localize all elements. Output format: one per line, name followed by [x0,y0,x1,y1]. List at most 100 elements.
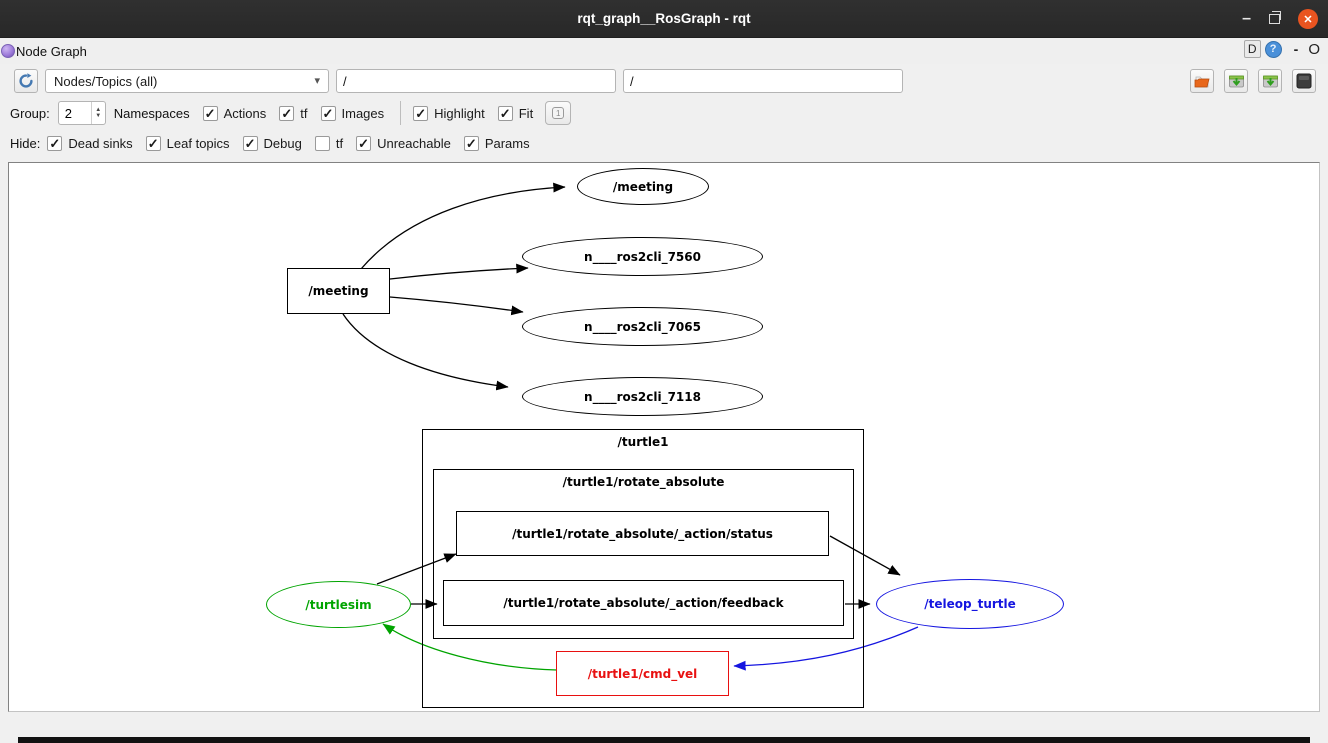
group-spinbox-input[interactable] [58,102,91,124]
filter-row-group: Group: ▲ ▼ Namespaces ✓ Actions ✓ tf ✓ I… [0,98,1328,128]
checkbox-unreachable[interactable]: ✓ Unreachable [356,135,451,151]
close-button[interactable]: ✕ [1298,9,1318,29]
edge-turtlesim-to-status [376,553,457,585]
save-svg-button[interactable] [1258,69,1282,93]
cluster-turtle1: /turtle1 [422,429,864,708]
bottom-edge [18,737,1310,743]
checkbox-box: ✓ [463,135,479,151]
toolbar-separator [400,101,402,125]
plugin-header: Node Graph [0,38,1328,64]
node-turtlesim[interactable]: /turtlesim [266,581,411,628]
group-spinbox-arrows[interactable]: ▲ ▼ [90,102,105,124]
checkbox-fit[interactable]: ✓ Fit [497,105,534,121]
edge-status-to-teleop [829,535,901,576]
graph-edges [342,182,919,671]
node-meeting-topic[interactable]: /meeting [287,268,390,314]
check-icon: ✓ [358,135,370,151]
edge-meeting-topic-to-meeting-node [360,182,566,270]
checkbox-leaf-topics[interactable]: ✓ Leaf topics [145,135,230,151]
toolbar-file-buttons [1190,69,1316,93]
group-label: Group: [10,105,50,121]
checkbox-box: ✓ [47,135,63,151]
checkbox-label: Images [341,105,385,121]
checkbox-label: Highlight [434,105,485,121]
edge-meeting-topic-to-ros2cli-7118 [342,313,509,391]
plugin-header-buttons: D ? - O [1243,40,1320,58]
check-icon: ✓ [204,105,216,121]
dock-close-button[interactable]: O [1308,40,1320,58]
fit-in-view-button[interactable]: 1 [545,101,572,125]
checkbox-box: ✓ [202,105,218,121]
edge-cmdvel-to-turtlesim [382,623,558,671]
chevron-down-icon: ▾ [314,75,320,87]
checkbox-box: ✓ [320,105,336,121]
node-teleop-turtle[interactable]: /teleop_turtle [876,579,1064,629]
checkbox-params[interactable]: ✓ Params [463,135,530,151]
checkbox-box: ✓ [356,135,372,151]
node-cmd-vel-topic[interactable]: /turtle1/cmd_vel [556,651,729,696]
checkbox-actions[interactable]: ✓ Actions [202,105,267,121]
load-dot-button[interactable] [1190,69,1214,93]
checkbox-label: Fit [518,105,534,121]
check-icon: ✓ [281,105,293,121]
titlebar[interactable]: rqt_graph__RosGraph - rqt – ✕ [0,0,1328,38]
minimize-button[interactable]: – [1242,10,1251,27]
check-icon: ✓ [244,135,256,151]
refresh-icon [19,73,33,88]
checkbox-hide-tf[interactable]: tf [314,135,343,151]
checkbox-label: Params [484,135,530,151]
cluster-turtle1-label: /turtle1 [617,435,669,449]
checkbox-label: Leaf topics [166,135,230,151]
graph-toolbar: Nodes/Topics (all) ▾ [0,64,1328,98]
help-icon[interactable]: ? [1264,40,1282,58]
node-ros2cli-7118[interactable]: n____ros2cli_7118 [522,377,763,416]
hide-label: Hide: [10,135,41,151]
save-as-image-button[interactable] [1292,69,1316,93]
dark-square-icon [1296,73,1312,89]
open-folder-icon [1194,76,1210,87]
node-filter-input[interactable] [623,69,903,93]
node-feedback-topic[interactable]: /turtle1/rotate_absolute/_action/feedbac… [443,580,844,626]
cluster-rotate-absolute-label: /turtle1/rotate_absolute [562,475,725,489]
cluster-rotate-absolute: /turtle1/rotate_absolute [433,469,854,639]
dock-d-button[interactable]: D [1243,40,1261,58]
checkbox-highlight[interactable]: ✓ Highlight [413,105,485,121]
checkbox-label: tf [300,105,308,121]
checkbox-label: Debug [263,135,302,151]
checkbox-label: Dead sinks [68,135,133,151]
group-spinbox[interactable]: ▲ ▼ [57,101,106,125]
checkbox-tf[interactable]: ✓ tf [279,105,308,121]
save-drive-icon [1228,75,1244,88]
plugin-title: Node Graph [16,43,87,59]
graph-canvas[interactable]: /turtle1 /turtle1/rotate_absolute /meeti… [8,162,1320,712]
save-image-icon [1262,75,1278,88]
check-icon: ✓ [415,105,427,121]
node-graph-plugin-icon [1,44,15,58]
window-title: rqt_graph__RosGraph - rqt [577,11,751,26]
node-status-topic[interactable]: /turtle1/rotate_absolute/_action/status [456,511,829,556]
dock-minimize-button[interactable]: - [1293,41,1299,57]
checkbox-label: Actions [223,105,267,121]
namespaces-label: Namespaces [113,105,190,121]
node-ros2cli-7065[interactable]: n____ros2cli_7065 [522,307,763,346]
checkbox-images[interactable]: ✓ Images [320,105,385,121]
check-icon: ✓ [147,135,159,151]
checkbox-box: ✓ [242,135,258,151]
check-icon: ✓ [465,135,477,151]
graph-type-combo[interactable]: Nodes/Topics (all) ▾ [45,69,329,93]
maximize-button[interactable] [1269,11,1281,24]
check-icon: ✓ [499,105,511,121]
topic-filter-input[interactable] [336,69,616,93]
node-ros2cli-7560[interactable]: n____ros2cli_7560 [522,237,763,276]
checkbox-box: ✓ [413,105,429,121]
edge-meeting-topic-to-ros2cli-7065 [389,296,524,316]
close-icon: ✕ [1303,13,1313,26]
save-dot-button[interactable] [1224,69,1248,93]
refresh-button[interactable] [14,69,38,93]
spin-up-icon: ▲ [95,107,102,113]
checkbox-debug[interactable]: ✓ Debug [242,135,302,151]
node-meeting[interactable]: /meeting [577,168,709,205]
checkbox-box: ✓ [279,105,295,121]
checkbox-label: Unreachable [377,135,451,151]
checkbox-dead-sinks[interactable]: ✓ Dead sinks [47,135,133,151]
